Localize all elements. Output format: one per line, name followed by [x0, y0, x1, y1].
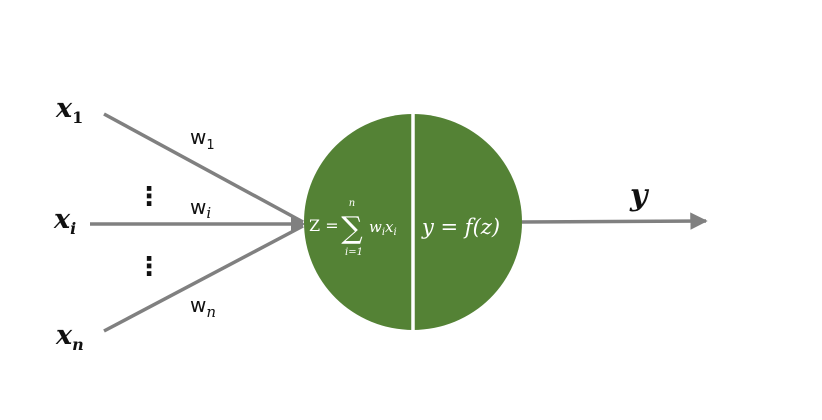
activation-function: y = f(z): [421, 215, 500, 239]
edge-x1: [103, 112, 304, 224]
input-xi-label: xi: [53, 204, 76, 238]
ellipsis-upper: ⋮: [136, 182, 162, 212]
edge-output: [521, 212, 708, 230]
weight-wn-label: wn: [190, 293, 216, 321]
edge-arrowhead: [291, 214, 305, 234]
weight-wi-label: wi: [190, 195, 211, 222]
sum-term: wixi: [369, 218, 397, 238]
sum-lhs: Z =: [309, 216, 339, 235]
sum-upper: n: [349, 198, 355, 209]
sum-lower: i=1: [345, 247, 363, 258]
ellipsis-lower: ⋮: [136, 252, 162, 282]
edge-xn: [103, 224, 304, 333]
input-x1-label: x1: [55, 93, 83, 127]
output-y-label: y: [629, 178, 650, 213]
input-xn-label: xn: [55, 320, 84, 354]
weight-w1-label: w1: [190, 125, 215, 153]
sum-symbol: ∑: [341, 211, 363, 246]
